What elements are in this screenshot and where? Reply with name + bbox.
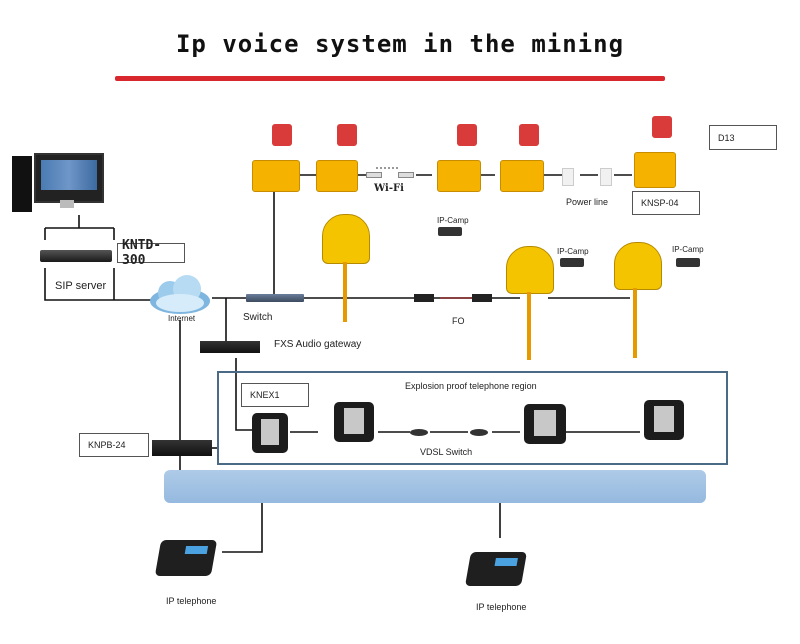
explosion-proof-phone-icon [334,402,374,442]
ipcam-label: IP-Camp [557,247,589,256]
fo-label: FO [452,316,465,326]
booth-pole [527,292,531,360]
explosion-proof-phone-icon [524,404,566,444]
sip-server-icon [40,250,112,262]
explosion-proof-region [217,371,728,465]
wifi-label: Wi-Fi [374,183,404,194]
horn-speaker-icon [457,124,477,146]
booth-pole [343,262,347,322]
horn-speaker-icon [337,124,357,146]
d13-label: D13 [709,125,777,150]
fxs-gateway-icon [200,341,260,353]
power-line-label: Power line [566,197,609,207]
region-label: Explosion proof telephone region [405,381,537,391]
network-switch-icon [246,294,304,302]
horn-speaker-icon [652,116,672,138]
fiber-converter-icon [414,294,434,302]
horn-speaker-icon [519,124,539,146]
ip-camera-icon [560,258,584,267]
switch-label: Switch [243,312,273,323]
title-divider [115,76,665,81]
internet-label: Internet [168,314,196,323]
phone-booth-icon [506,246,554,294]
wifi-bridge-icon [398,172,414,178]
pc-tower-icon [12,156,32,212]
network-backbone [164,470,706,503]
ipcam-label: IP-Camp [437,216,469,225]
ip-phone-label: IP telephone [476,602,527,612]
ip-camera-icon [676,258,700,267]
explosion-proof-phone-icon [252,413,288,453]
fiber-converter-icon [472,294,492,302]
knex-label: KNEX1 [241,383,309,407]
wire-server-internet [44,268,160,301]
powerline-adapter-icon [600,168,612,186]
emergency-phone-icon [634,152,676,188]
wire-backbone-drops [222,503,501,553]
emergency-phone-icon [252,160,300,192]
emergency-phone-icon [437,160,481,192]
ip-desk-phone-icon [465,552,527,586]
ip-phone-label: IP telephone [166,596,217,606]
ipcam-label: IP-Camp [672,245,704,254]
diagram-title: Ip voice system in the mining [175,30,625,58]
knsp-label: KNSP-04 [632,191,700,215]
powerline-adapter-icon [562,168,574,186]
vdsl-switch-icon [410,429,428,436]
emergency-phone-icon [500,160,544,192]
monitor-stand [60,200,74,208]
phone-booth-icon [322,214,370,264]
vdsl-label: VDSL Switch [420,447,473,457]
cloud-icon [150,275,210,314]
explosion-proof-phone-icon [644,400,684,440]
knpb-label: KNPB-24 [79,433,149,457]
wire-workstation-server [44,215,115,240]
monitor-icon [34,153,104,203]
vdsl-switch-icon [470,429,488,436]
kntd-label: KNTD-300 [117,238,185,268]
poe-switch-icon [152,440,212,456]
emergency-phone-icon [316,160,358,192]
fxs-label: FXS Audio gateway [274,339,362,350]
ip-desk-phone-icon [154,540,218,576]
horn-speaker-icon [272,124,292,146]
phone-booth-icon [614,242,662,290]
wifi-bridge-icon [366,172,382,178]
ip-camera-icon [438,227,462,236]
sip-server-label: SIP server [55,280,107,292]
booth-pole [633,288,637,358]
